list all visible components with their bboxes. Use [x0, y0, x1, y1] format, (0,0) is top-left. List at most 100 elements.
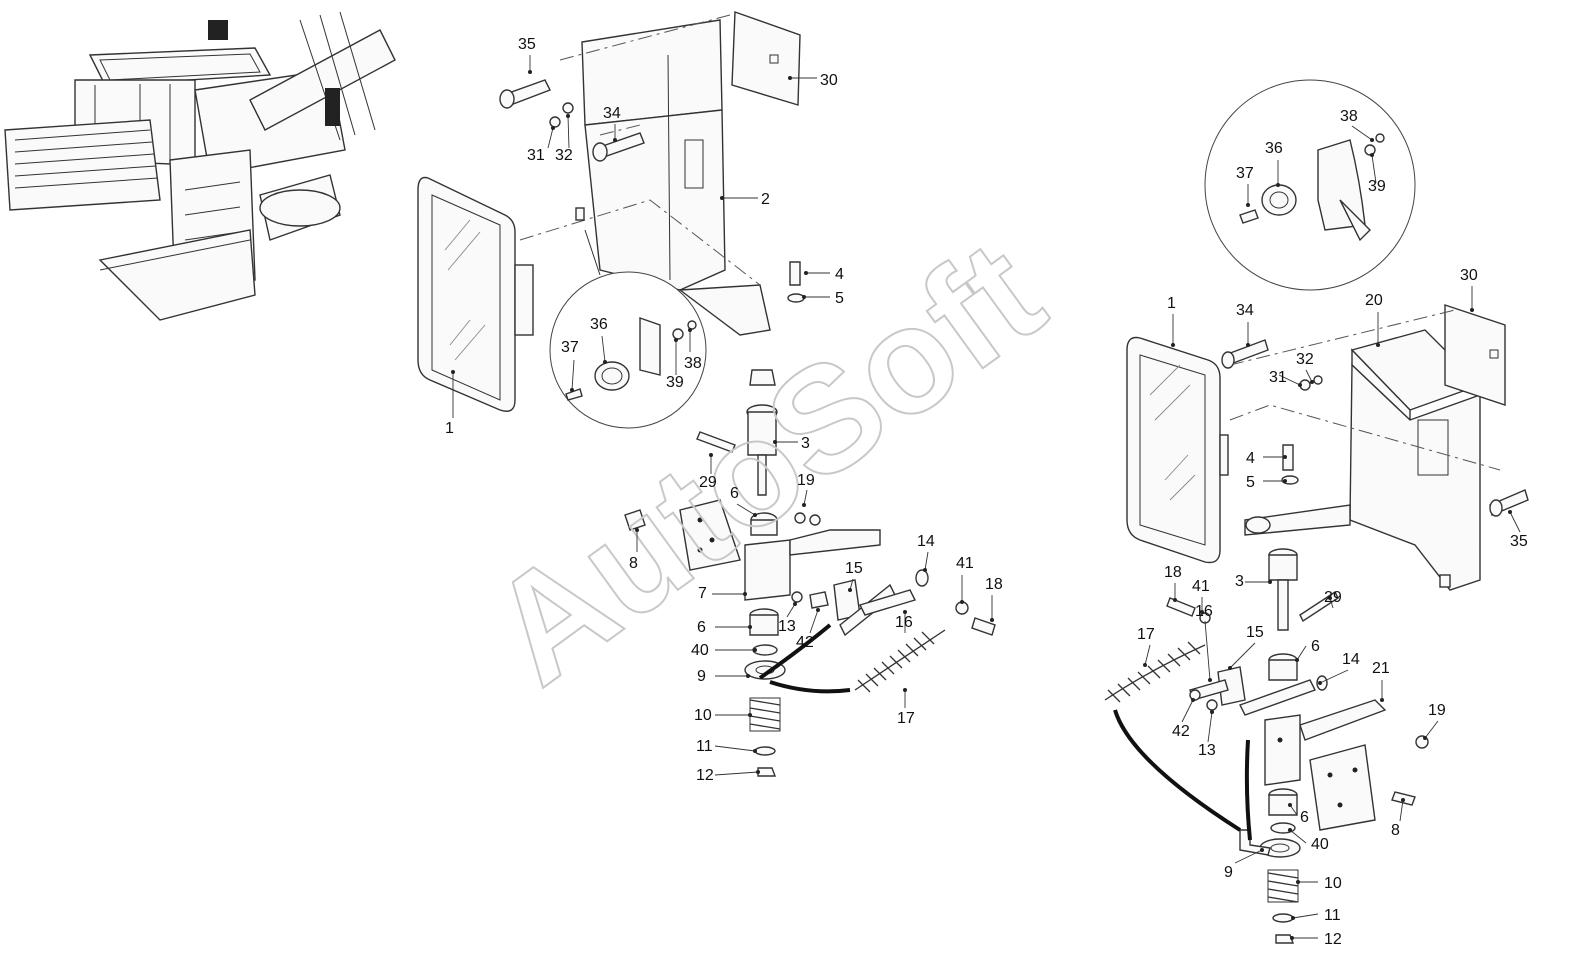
leader-line	[1399, 799, 1404, 822]
leader-dot	[1276, 183, 1280, 187]
leader-dot	[720, 196, 724, 200]
cover-plate	[731, 11, 801, 106]
leader-dot	[1376, 343, 1380, 347]
callout-left-9: 9	[697, 668, 706, 685]
leader-dot	[688, 328, 692, 332]
leader-line	[1204, 620, 1211, 681]
leader-dot	[1143, 663, 1147, 667]
leader-dot	[903, 688, 907, 692]
leader-dot	[528, 70, 532, 74]
leader-line	[1278, 374, 1301, 386]
callout-right-29: 29	[1324, 589, 1342, 606]
callout-right-12: 12	[1324, 931, 1342, 948]
leader-dot	[1288, 803, 1292, 807]
leader-dot	[1328, 596, 1332, 600]
leader-line	[1234, 849, 1263, 864]
callout-right-36: 36	[1265, 140, 1283, 157]
callout-left-8: 8	[629, 555, 638, 572]
leader-dot	[802, 295, 806, 299]
leader-dot	[1191, 698, 1195, 702]
leader-dot	[1401, 798, 1405, 802]
leader-dot	[748, 625, 752, 629]
leader-line	[601, 335, 606, 363]
callout-right-3: 3	[1235, 573, 1244, 590]
mirror-left	[417, 176, 534, 412]
callout-right-6b: 6	[1300, 809, 1309, 826]
leader-line	[714, 771, 759, 776]
leader-dot	[1295, 658, 1299, 662]
leader-line	[571, 359, 575, 391]
leader-line	[1296, 645, 1307, 661]
leader-dot	[566, 114, 570, 118]
leader-dot	[1283, 479, 1287, 483]
callout-right-17: 17	[1137, 626, 1155, 643]
leader-dot	[1380, 698, 1384, 702]
leader-lines	[451, 55, 1521, 940]
callout-right-5: 5	[1246, 474, 1255, 491]
leader-line	[924, 551, 929, 571]
leader-dot	[746, 674, 750, 678]
callout-left-40: 40	[691, 642, 709, 659]
callout-right-9: 9	[1224, 864, 1233, 881]
callout-right-35: 35	[1510, 533, 1528, 550]
leader-dot	[793, 602, 797, 606]
callout-right-4: 4	[1246, 450, 1255, 467]
leader-dot	[753, 648, 757, 652]
callout-right-18: 18	[1164, 564, 1182, 581]
leader-dot	[804, 271, 808, 275]
callout-left-3: 3	[801, 435, 810, 452]
leader-dot	[613, 138, 617, 142]
leader-dot	[1423, 736, 1427, 740]
leader-dot	[1370, 153, 1374, 157]
leader-line	[1207, 711, 1213, 743]
leader-dot	[1310, 380, 1314, 384]
leader-line	[1289, 829, 1307, 844]
callout-left-6b: 6	[697, 619, 706, 636]
callout-right-39: 39	[1368, 178, 1386, 195]
leader-dot	[1288, 828, 1292, 832]
leader-dot	[1508, 510, 1512, 514]
callout-right-19: 19	[1428, 702, 1446, 719]
callout-right-1: 1	[1167, 295, 1176, 312]
leader-dot	[802, 503, 806, 507]
callout-left-32: 32	[555, 147, 573, 164]
callout-left-34: 34	[603, 105, 621, 122]
leader-dot	[816, 608, 820, 612]
watermark: AutoSoft	[460, 208, 1071, 716]
leader-dot	[1246, 343, 1250, 347]
leader-dot	[1260, 848, 1264, 852]
callout-right-42: 42	[1172, 723, 1190, 740]
callout-left-16: 16	[895, 614, 913, 631]
callouts: 35 30 34 31 32 2 4 5 1 36 37 38 39 3 29 …	[445, 36, 1528, 948]
leader-dot	[1370, 138, 1374, 142]
callout-left-4: 4	[835, 266, 844, 283]
callout-right-41: 41	[1192, 578, 1210, 595]
tension-spring-left	[854, 629, 946, 693]
callout-left-41: 41	[956, 555, 974, 572]
mirror-right	[1126, 336, 1229, 564]
leader-dot	[1173, 598, 1177, 602]
leader-dot	[923, 568, 927, 572]
leader-dot	[1246, 203, 1250, 207]
leader-dot	[1298, 383, 1302, 387]
callout-right-38: 38	[1340, 108, 1358, 125]
leader-dot	[990, 618, 994, 622]
callout-left-42: 42	[796, 634, 814, 651]
tension-spring-right	[1104, 641, 1206, 703]
callout-right-6a: 6	[1311, 638, 1320, 655]
callout-left-19: 19	[797, 472, 815, 489]
callout-right-14: 14	[1342, 651, 1360, 668]
callout-right-13: 13	[1198, 742, 1216, 759]
callout-left-10: 10	[694, 707, 712, 724]
leader-line	[547, 127, 554, 149]
leader-dot	[1470, 308, 1474, 312]
leader-line	[714, 745, 756, 752]
leader-line	[786, 603, 796, 618]
callout-right-15: 15	[1246, 624, 1264, 641]
leader-dot	[1208, 678, 1212, 682]
leader-line	[1424, 720, 1439, 739]
callout-right-21: 21	[1372, 660, 1390, 677]
leader-line	[1351, 125, 1373, 141]
leader-line	[567, 115, 570, 149]
